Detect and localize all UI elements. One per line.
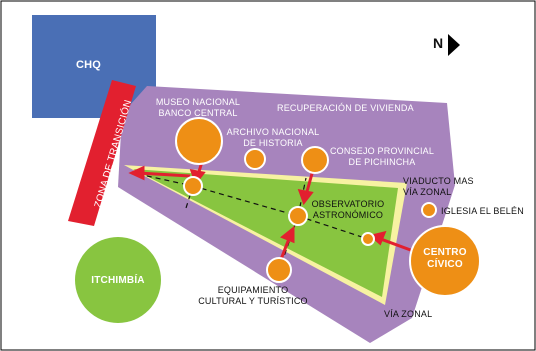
consejo-marker <box>301 146 329 174</box>
transition-bar <box>68 80 136 226</box>
via-zonal-label: VÍA ZONAL <box>384 309 433 319</box>
centro-civico-marker <box>409 225 481 297</box>
node-marker-1 <box>183 176 203 196</box>
north-arrow-icon <box>448 34 460 56</box>
museo-label: MUSEO NACIONAL BANCO CENTRAL <box>155 97 241 118</box>
museo-marker <box>175 117 223 165</box>
chq-label: CHQ <box>76 59 102 71</box>
recuperacion-label: RECUPERACIÓN DE VIVIENDA <box>277 103 414 113</box>
iglesia-marker <box>421 202 437 218</box>
orange-markers <box>175 117 481 297</box>
itchimbia-label: ITCHIMBÍA <box>91 275 145 286</box>
observatorio-label: OBSERVATORIO ASTRONÓMICO <box>311 199 385 220</box>
node-marker-2 <box>361 232 375 246</box>
viaducto-label: VIADUCTO MAS VÍA ZONAL <box>403 176 474 197</box>
centro-civico-label: CENTRO CÍVICO <box>423 247 467 270</box>
north-label: N <box>433 35 444 51</box>
equipamiento-label: EQUIPAMIENTO CULTURAL Y TURÍSTICO <box>198 285 308 306</box>
red-arrows <box>128 154 417 263</box>
itchimbia-park <box>75 237 161 323</box>
equipamiento-marker <box>266 257 292 283</box>
consejo-label: CONSEJO PROVINCIAL DE PICHINCHA <box>329 146 435 167</box>
archivo-label: ARCHIVO NACIONAL DE HISTORIA <box>226 127 320 148</box>
observatorio-marker <box>288 206 308 226</box>
green-triangle <box>133 169 398 297</box>
iglesia-label: IGLESIA EL BELÉN <box>441 206 524 216</box>
archivo-marker <box>244 148 266 170</box>
